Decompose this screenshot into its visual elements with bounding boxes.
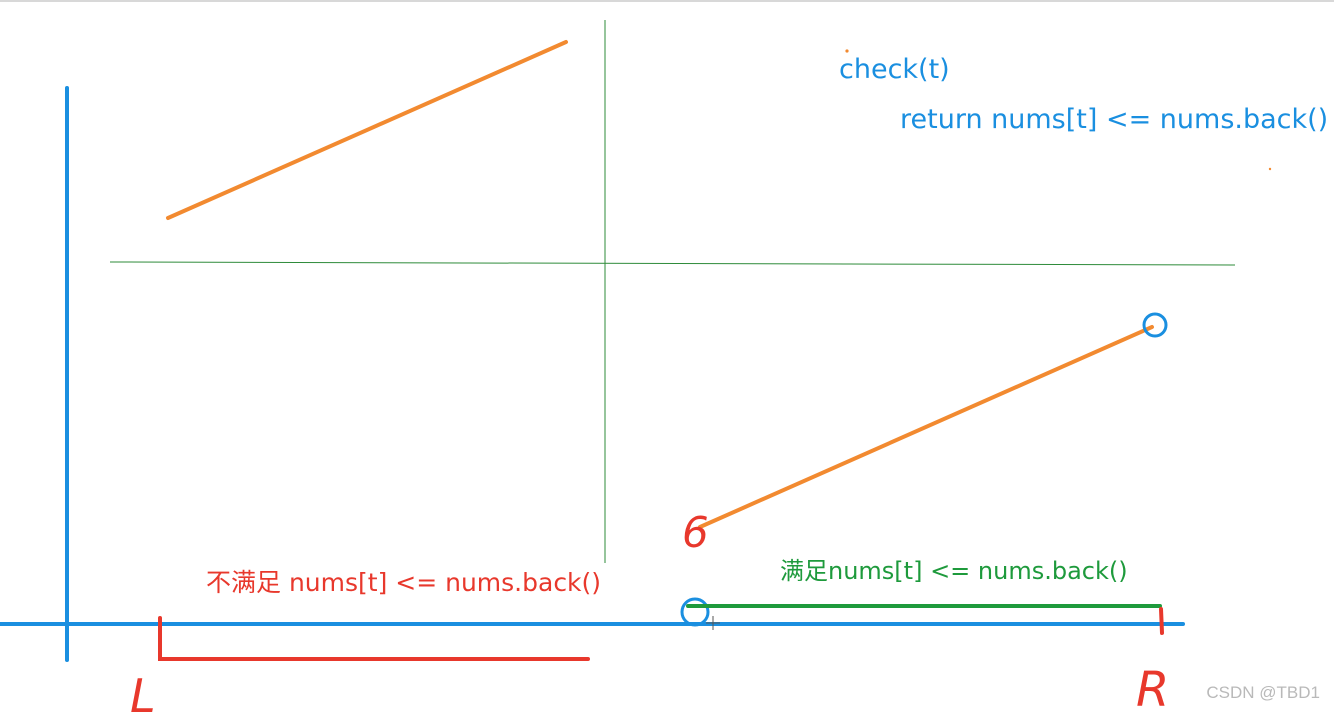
satisfy-label: 满足nums[t] <= nums.back()	[780, 557, 1128, 585]
right-label: R	[1136, 662, 1169, 715]
start-point-label: 6	[682, 508, 709, 557]
upper-increasing-segment	[166, 40, 568, 220]
left-label: L	[130, 669, 156, 715]
end-point-circle	[1142, 312, 1168, 338]
orange-dot	[845, 49, 849, 53]
not-satisfy-label: 不满足 nums[t] <= nums.back()	[206, 568, 601, 597]
watermark: CSDN @TBD1	[1206, 683, 1320, 702]
cursor-icon	[706, 616, 720, 630]
orange-dot	[1268, 167, 1272, 171]
horizontal-divider-line	[109, 261, 1236, 266]
not-satisfy-bracket	[158, 616, 590, 661]
code-line-return: return nums[t] <= nums.back()	[900, 104, 1328, 135]
lower-increasing-segment	[698, 325, 1154, 529]
boundary-point-circle	[680, 597, 710, 627]
right-tick	[1159, 607, 1164, 635]
code-line-check: check(t)	[839, 54, 950, 85]
